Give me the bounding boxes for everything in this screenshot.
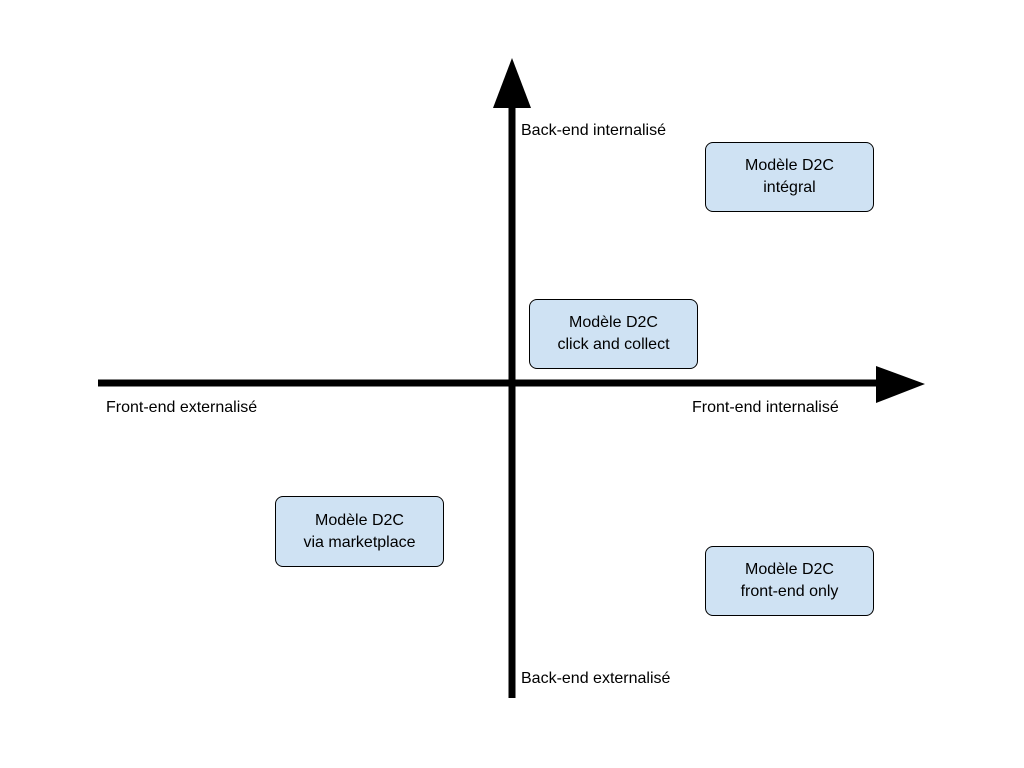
- box-line-2: intégral: [763, 179, 816, 196]
- axis-label-right: Front-end internalisé: [692, 399, 839, 416]
- vertical-axis-arrow: [493, 58, 531, 108]
- box-line-1: Modèle D2C: [315, 511, 404, 529]
- box-d2c-via-marketplace: Modèle D2C via marketplace: [275, 496, 444, 567]
- box-line-2: click and collect: [557, 336, 670, 353]
- axis-label-left: Front-end externalisé: [106, 399, 258, 416]
- box-line-1: Modèle D2C: [745, 561, 834, 578]
- box-line-1: Modèle D2C: [569, 314, 658, 331]
- box-line-1: Modèle D2C: [745, 157, 834, 174]
- box-line-2: via marketplace: [303, 533, 416, 551]
- box-d2c-click-and-collect: Modèle D2C click and collect: [529, 299, 698, 369]
- axis-label-top: Back-end internalisé: [521, 122, 666, 139]
- box-d2c-front-end-only: Modèle D2C front-end only: [705, 546, 874, 616]
- box-line-2: front-end only: [740, 583, 839, 600]
- box-d2c-integral: Modèle D2C intégral: [705, 142, 874, 212]
- axis-label-bottom: Back-end externalisé: [521, 670, 671, 687]
- horizontal-axis-arrow: [876, 366, 925, 403]
